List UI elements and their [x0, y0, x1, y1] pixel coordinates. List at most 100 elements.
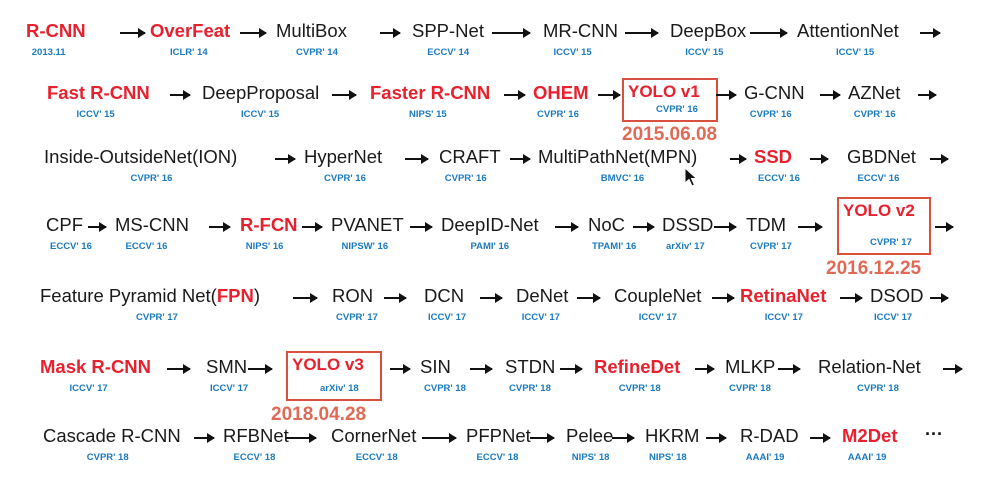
venue-label: arXiv' 17 — [666, 241, 705, 252]
node-pvanet: PVANET — [331, 214, 404, 235]
venue-label: 2013.11 — [31, 47, 66, 58]
arrow-icon — [480, 293, 503, 303]
node-pelee: Pelee — [566, 425, 614, 446]
node-r-dad: R-DAD — [740, 425, 799, 446]
node-g-cnn: G-CNN — [744, 82, 805, 103]
arrow-icon — [384, 293, 407, 303]
node-sin: SIN — [420, 356, 451, 377]
arrow-icon — [695, 364, 715, 374]
node-multibox: MultiBox — [276, 20, 347, 41]
arrow-icon — [88, 222, 107, 232]
node-attentionnet: AttentionNet — [797, 20, 899, 41]
arrow-icon — [405, 154, 429, 164]
venue-label: ICCV' 17 — [521, 312, 560, 323]
node-cornernet: CornerNet — [331, 425, 417, 446]
release-date: 2018.04.28 — [271, 404, 367, 425]
venue-label: CVPR' 18 — [509, 383, 551, 394]
arrow-icon — [714, 222, 737, 232]
node-cpf: CPF — [46, 214, 83, 235]
node-denet: DeNet — [516, 285, 569, 306]
node-fast-r-cnn: Fast R-CNN — [47, 82, 150, 103]
venue-label: CVPR' 16 — [324, 173, 366, 184]
node-name-part: Feature Pyramid Net( — [40, 285, 217, 306]
venue-label: CVPR' 16 — [537, 109, 579, 120]
venue-label: ICCV' 15 — [685, 47, 724, 58]
arrow-icon — [209, 222, 231, 232]
node-faster-r-cnn: Faster R-CNN — [370, 82, 491, 103]
venue-label: ICLR' 14 — [170, 47, 208, 58]
node-relation-net: Relation-Net — [818, 356, 921, 377]
venue-label: CVPR' 17 — [136, 312, 178, 323]
venue-label: TPAMI' 16 — [592, 241, 637, 252]
arrow-icon — [716, 90, 737, 100]
node-refinedet: RefineDet — [594, 356, 681, 377]
node-dsod: DSOD — [870, 285, 924, 306]
venue-label: ICCV' 15 — [241, 109, 280, 120]
arrow-icon — [930, 154, 949, 164]
node-feature-pyramid-net-fpn: Feature Pyramid Net(FPN) — [40, 285, 260, 307]
arrow-icon — [167, 364, 191, 374]
arrow-icon — [706, 433, 727, 443]
venue-label: ICCV' 15 — [836, 47, 875, 58]
venue-label: ECCV' 16 — [857, 173, 900, 184]
arrow-icon — [778, 364, 801, 374]
node-pfpnet: PFPNet — [466, 425, 531, 446]
node-ron: RON — [332, 285, 374, 306]
node-deepproposal: DeepProposal — [202, 82, 320, 103]
arrow-icon — [577, 293, 601, 303]
arrow-icon — [410, 222, 433, 232]
venue-label: CVPR' 16 — [853, 109, 896, 120]
node-tdm: TDM — [746, 214, 787, 235]
node-deepbox: DeepBox — [670, 20, 747, 41]
venue-label: ICCV' 17 — [638, 312, 677, 323]
node-stdn: STDN — [505, 356, 556, 377]
arrow-icon — [510, 154, 531, 164]
venue-label: ICCV' 15 — [553, 47, 592, 58]
arrow-icon — [422, 433, 457, 443]
venue-label: CVPR' 17 — [870, 237, 912, 248]
venue-label: NIPS' 18 — [649, 452, 687, 463]
arrow-icon — [730, 154, 747, 164]
venue-label: ECCV' 18 — [355, 452, 398, 463]
venue-label: ECCV' 16 — [758, 173, 800, 184]
venue-label: ICCV' 15 — [76, 109, 115, 120]
node-mlkp: MLKP — [725, 356, 776, 377]
node-inside-outsidenet-ion: Inside-OutsideNet(ION) — [44, 146, 238, 167]
arrow-icon — [555, 222, 579, 232]
venue-label: BMVC' 16 — [600, 173, 645, 184]
node-hkrm: HKRM — [645, 425, 700, 446]
node-r-cnn: R-CNN — [26, 20, 86, 41]
node-mask-r-cnn: Mask R-CNN — [40, 356, 152, 377]
node-retinanet: RetinaNet — [740, 285, 827, 306]
arrow-icon — [504, 90, 526, 100]
venue-label: ICCV' 17 — [764, 312, 803, 323]
arrow-icon — [625, 28, 659, 38]
node-ohem: OHEM — [533, 82, 589, 103]
venue-label: ECCV' 18 — [476, 452, 519, 463]
arrow-icon — [302, 222, 323, 232]
node-overfeat: OverFeat — [150, 20, 231, 41]
venue-label: CVPR' 17 — [750, 241, 792, 252]
release-date: 2015.06.08 — [622, 124, 718, 145]
venue-label: CVPR' 16 — [444, 173, 487, 184]
arrow-icon — [390, 364, 411, 374]
node-gbdnet: GBDNet — [847, 146, 916, 167]
venue-label: CVPR' 14 — [296, 47, 338, 58]
node-m2det: M2Det — [842, 425, 898, 446]
node-craft: CRAFT — [439, 146, 501, 167]
arrow-icon — [810, 154, 829, 164]
arrow-icon — [286, 433, 317, 443]
arrow-icon — [750, 28, 788, 38]
ellipsis: ··· — [925, 424, 943, 444]
node-ssd: SSD — [754, 146, 793, 167]
node-dssd: DSSD — [662, 214, 714, 235]
node-dcn: DCN — [424, 285, 465, 306]
node-hypernet: HyperNet — [304, 146, 383, 167]
venue-label: ICCV' 17 — [874, 312, 913, 323]
venue-label: ICCV' 17 — [210, 383, 249, 394]
arrow-icon — [633, 222, 655, 232]
node-noc: NoC — [588, 214, 626, 235]
venue-label: arXiv' 18 — [320, 383, 359, 394]
node-yolo-v3: YOLO v3 — [292, 355, 364, 374]
arrow-icon — [840, 293, 863, 303]
